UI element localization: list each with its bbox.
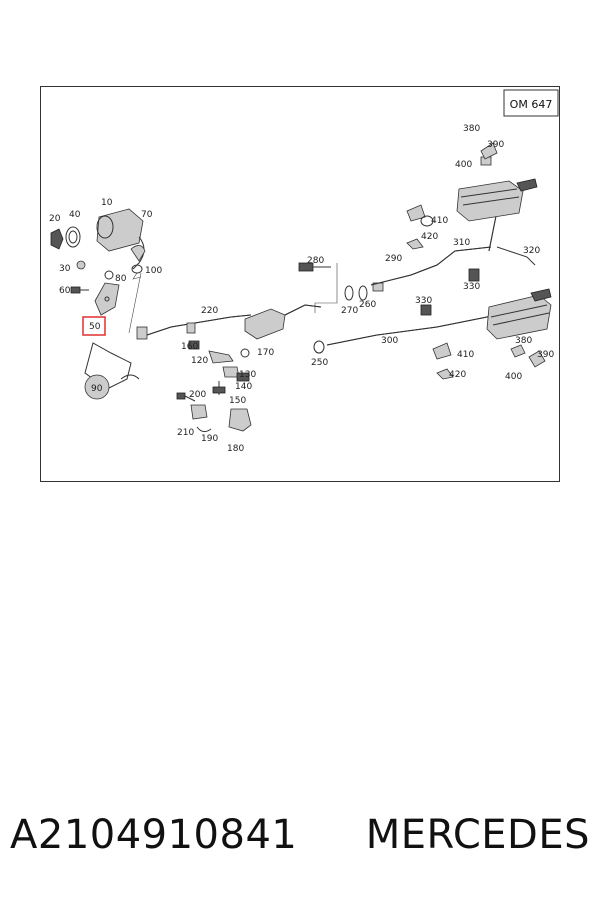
label-90: 90 bbox=[91, 384, 103, 394]
label-250: 250 bbox=[311, 358, 328, 368]
label-20: 20 bbox=[49, 214, 61, 224]
part-labels: 10 20 30 40 50 60 70 80 90 100 120 130 1… bbox=[49, 124, 554, 454]
rear-hangers bbox=[406, 142, 546, 380]
engine-code: OM 647 bbox=[510, 98, 553, 111]
label-160: 160 bbox=[181, 342, 198, 352]
connection-parts bbox=[298, 262, 384, 354]
lower-muffler-part bbox=[486, 288, 552, 340]
label-390-upper: 390 bbox=[487, 140, 504, 150]
label-400-lower: 400 bbox=[505, 372, 522, 382]
label-170: 170 bbox=[257, 348, 274, 358]
label-130: 130 bbox=[239, 370, 256, 380]
label-30: 30 bbox=[59, 264, 71, 274]
label-400-upper: 400 bbox=[455, 160, 472, 170]
label-310: 310 bbox=[453, 238, 470, 248]
label-410-lower: 410 bbox=[457, 350, 474, 360]
label-420-lower: 420 bbox=[449, 370, 466, 380]
label-50: 50 bbox=[89, 322, 101, 332]
label-40: 40 bbox=[69, 210, 81, 220]
label-210: 210 bbox=[177, 428, 194, 438]
label-80: 80 bbox=[115, 274, 127, 284]
label-380-upper: 380 bbox=[463, 124, 480, 134]
label-290: 290 bbox=[385, 254, 402, 264]
label-420-upper: 420 bbox=[421, 232, 438, 242]
nut-part bbox=[76, 260, 86, 270]
part-number: A2104910841 bbox=[10, 812, 298, 858]
label-300: 300 bbox=[381, 336, 398, 346]
label-320: 320 bbox=[523, 246, 540, 256]
highlight-box-part-50 bbox=[82, 316, 106, 336]
label-330-lower: 330 bbox=[415, 296, 432, 306]
label-260: 260 bbox=[359, 300, 376, 310]
label-10: 10 bbox=[101, 198, 113, 208]
label-70: 70 bbox=[141, 210, 153, 220]
label-100: 100 bbox=[145, 266, 162, 276]
middle-catalyst-part bbox=[244, 304, 322, 340]
exhaust-diagram: OM 647 bbox=[40, 86, 560, 482]
part-footer: A2104910841 MERCEDES bbox=[10, 800, 590, 870]
catalytic-converter-part bbox=[96, 208, 146, 270]
label-180: 180 bbox=[227, 444, 244, 454]
intermediate-pipe-part bbox=[370, 210, 498, 286]
label-140: 140 bbox=[235, 382, 252, 392]
label-280: 280 bbox=[307, 256, 324, 266]
gasket-ring-part bbox=[65, 226, 81, 248]
label-390-lower: 390 bbox=[537, 350, 554, 360]
upper-muffler-part bbox=[456, 178, 538, 222]
label-190: 190 bbox=[201, 434, 218, 444]
front-pipe-part bbox=[136, 314, 252, 340]
engine-code-box: OM 647 bbox=[503, 89, 559, 117]
washer-part bbox=[104, 270, 114, 280]
label-60: 60 bbox=[59, 286, 71, 296]
brand-name: MERCEDES bbox=[365, 812, 590, 858]
label-220: 220 bbox=[201, 306, 218, 316]
bolt-part bbox=[70, 286, 89, 294]
diagram-canvas: OM 647 bbox=[49, 89, 559, 454]
label-200: 200 bbox=[189, 390, 206, 400]
heat-shield-part bbox=[84, 342, 140, 400]
label-380-lower: 380 bbox=[515, 336, 532, 346]
label-410-upper: 410 bbox=[431, 216, 448, 226]
hanger-bracket-part bbox=[176, 340, 252, 433]
clamp-part bbox=[50, 228, 64, 250]
label-120: 120 bbox=[191, 356, 208, 366]
label-270: 270 bbox=[341, 306, 358, 316]
bracket-part-50 bbox=[94, 282, 120, 316]
label-150: 150 bbox=[229, 396, 246, 406]
label-330-upper: 330 bbox=[463, 282, 480, 292]
